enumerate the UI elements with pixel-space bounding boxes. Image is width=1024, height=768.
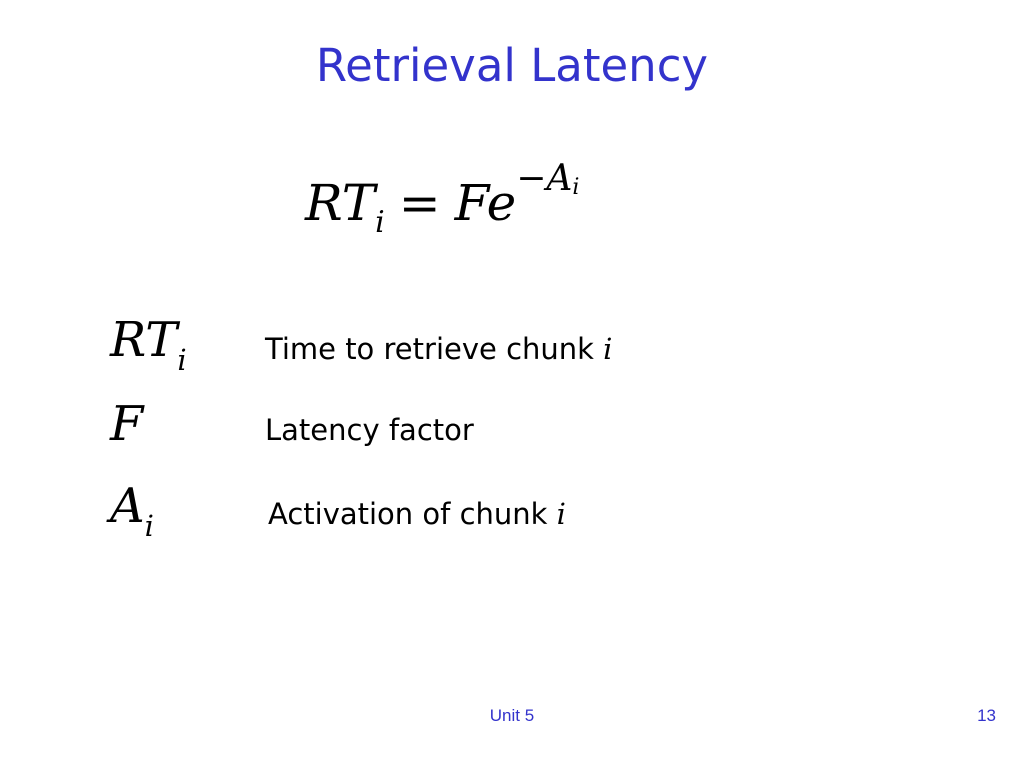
definition-f-text: Latency factor xyxy=(265,413,474,447)
equation-exponent: −Ai xyxy=(516,158,580,200)
equation-rhs: Fe xyxy=(454,174,517,232)
footer-unit-label: Unit 5 xyxy=(489,706,535,725)
symbol-a-subscript: i xyxy=(144,509,154,543)
symbol-a-main: A xyxy=(110,478,145,534)
equation-lhs: RT xyxy=(305,174,376,232)
latency-equation: RTi=Fe−Ai xyxy=(305,158,579,240)
exponent-base: −A xyxy=(516,158,573,199)
definition-f: Latency factor xyxy=(265,413,474,447)
definition-rt: Time to retrieve chunk i xyxy=(265,332,612,366)
symbol-f: F xyxy=(110,396,143,452)
equation-lhs-subscript: i xyxy=(375,205,385,240)
definition-a-variable: i xyxy=(556,497,566,531)
definition-a: Activation of chunk i xyxy=(268,497,566,531)
symbol-f-main: F xyxy=(110,396,144,452)
page-number: 13 xyxy=(977,706,996,725)
slide-title: Retrieval Latency xyxy=(315,39,709,92)
definition-rt-text: Time to retrieve chunk xyxy=(265,332,594,366)
definition-rt-variable: i xyxy=(603,332,613,366)
symbol-a: Ai xyxy=(110,478,154,543)
definition-a-text: Activation of chunk xyxy=(268,497,548,531)
symbol-rt: RTi xyxy=(110,312,187,377)
exponent-subscript: i xyxy=(572,175,580,200)
symbol-rt-subscript: i xyxy=(177,343,187,377)
equals-sign: = xyxy=(398,174,441,232)
symbol-rt-main: RT xyxy=(110,312,178,368)
